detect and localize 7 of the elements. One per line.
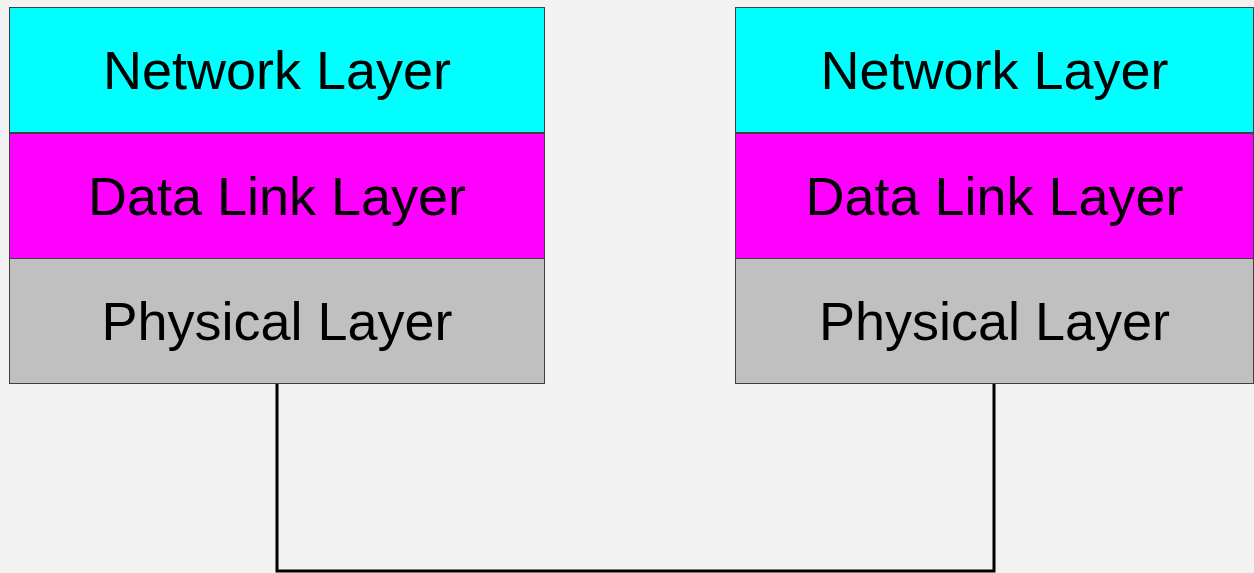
layer-box (735, 133, 1254, 259)
layer-box (9, 133, 545, 259)
connection-line (275, 384, 996, 573)
layer-box (9, 7, 545, 133)
layer-box (735, 7, 1254, 133)
layer-box (9, 258, 545, 384)
layer-box (735, 258, 1254, 384)
